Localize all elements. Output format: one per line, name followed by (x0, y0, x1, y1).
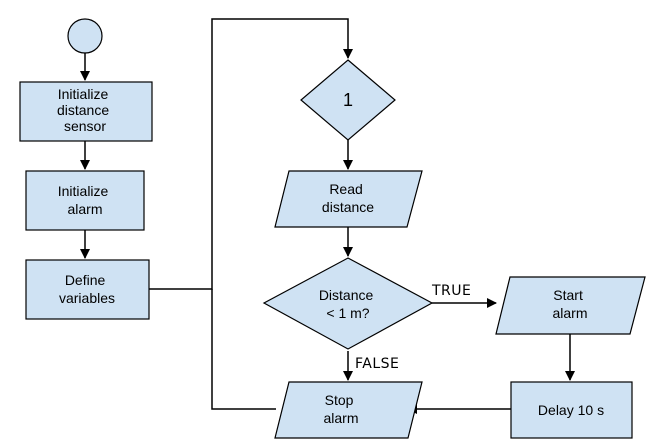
start-alarm-io (495, 276, 646, 335)
define-vars-process (25, 259, 150, 320)
init-sensor-label: Initialize distance sensor (57, 86, 113, 134)
stop-alarm-label: Stop alarm (323, 392, 358, 426)
start-terminal (67, 18, 103, 54)
edge-define-vars-to-loop (149, 18, 353, 290)
true-branch-label: TRUE (431, 283, 471, 299)
distance-check-decision (262, 257, 434, 350)
define-vars-label: Define variables (59, 272, 115, 306)
loop-decision (300, 59, 396, 141)
false-branch-label: FALSE (355, 356, 399, 372)
distance-check-label: Distance < 1 m? (319, 287, 377, 321)
init-sensor-process (19, 81, 153, 142)
stop-alarm-io (274, 381, 423, 439)
read-distance-io (274, 170, 423, 228)
delay-process (510, 381, 633, 439)
init-alarm-label: Initialize alarm (58, 183, 112, 217)
loop-decision-label: 1 (343, 90, 353, 110)
edge-stop-alarm-to-loop (211, 289, 276, 410)
delay-label: Delay 10 s (538, 402, 604, 418)
start-alarm-label: Start alarm (552, 287, 587, 321)
read-distance-label: Read distance (322, 181, 374, 215)
init-alarm-process (25, 170, 145, 231)
